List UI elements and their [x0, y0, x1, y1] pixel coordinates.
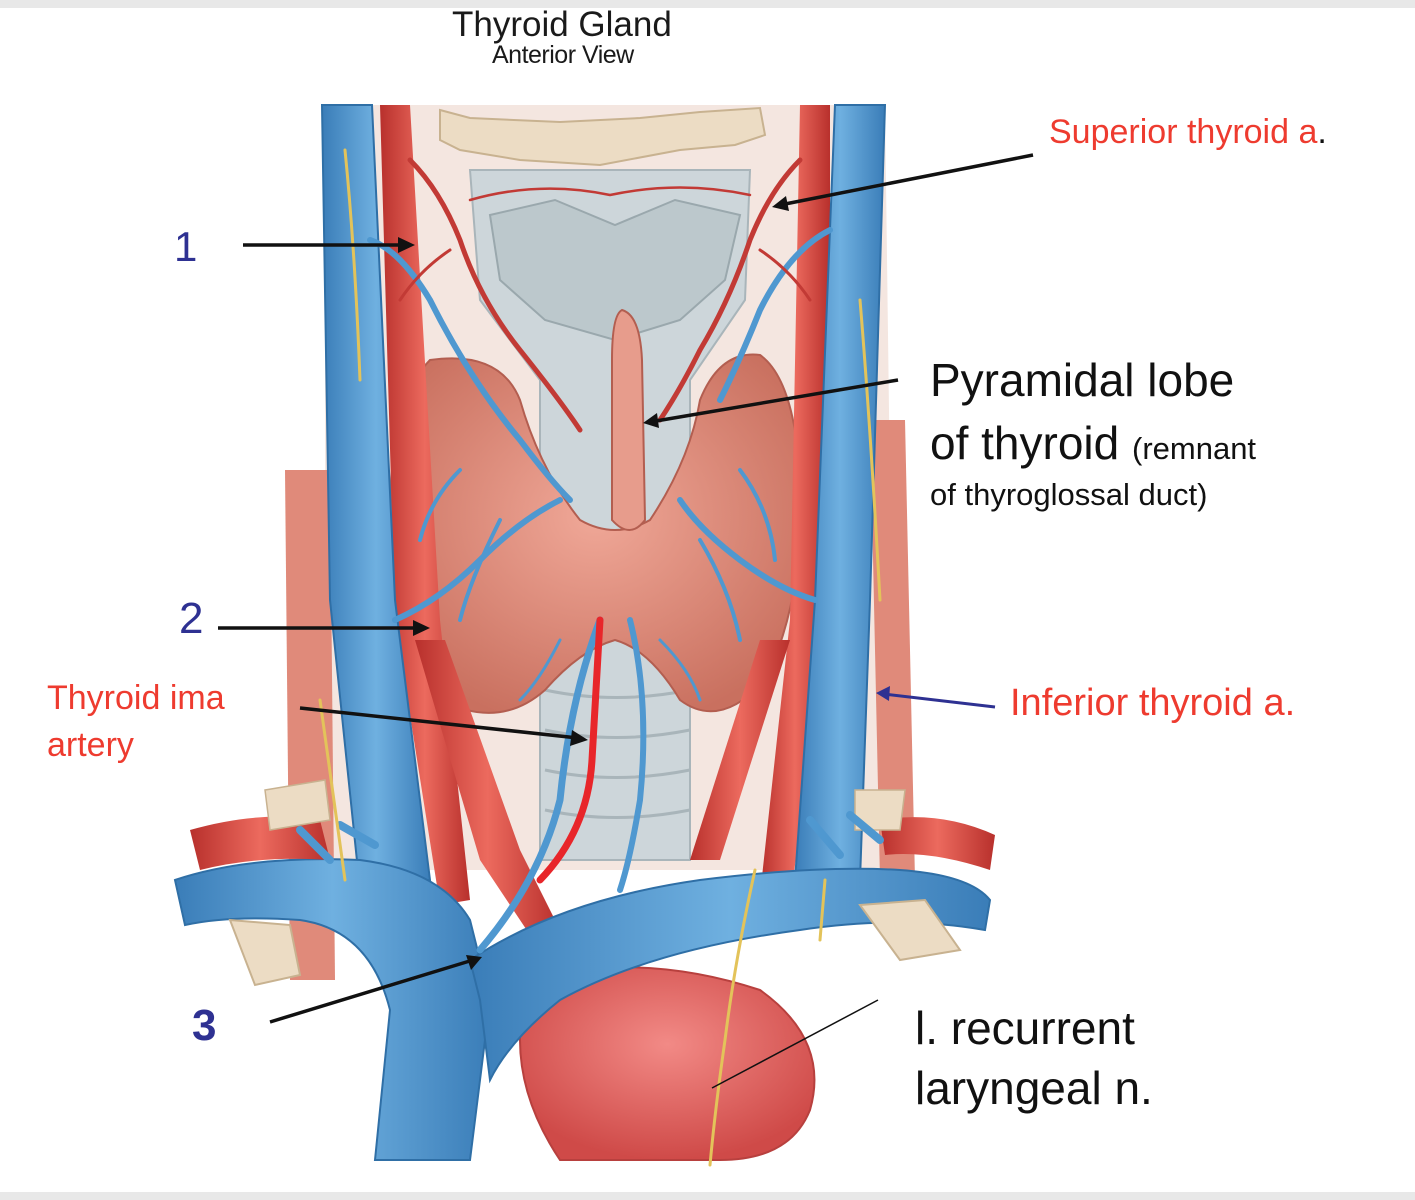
right-clavicle-cut — [858, 898, 962, 962]
label-pyramidal-lobe-line2: of thyroid (remnant — [930, 418, 1256, 469]
subclavian-vessels — [190, 779, 995, 987]
arrowheads — [398, 196, 890, 970]
label-thyroid-ima-line1: Thyroid ima — [47, 679, 225, 717]
diagram-subtitle: Anterior View — [492, 41, 634, 69]
label-superior-thyroid-artery: Superior thyroid a. — [1049, 113, 1327, 151]
label-number-1: 1 — [174, 223, 198, 270]
label-pyramidal-lobe-line1: Pyramidal lobe — [930, 354, 1235, 406]
left-clavicle-cut — [228, 918, 302, 987]
pyramidal-lobe — [611, 308, 647, 531]
label-pyramidal-of-thyroid: of thyroid — [930, 417, 1120, 469]
brachiocephalic-veins — [173, 858, 992, 1161]
label-number-2: 2 — [179, 594, 204, 643]
bottom-border — [0, 1192, 1415, 1200]
hyoid-bone — [439, 106, 767, 167]
thyroid-ima-artery-line — [536, 616, 604, 884]
label-superior-thyroid-text: Superior thyroid a — [1049, 113, 1318, 151]
label-recurrent-laryngeal-line2: laryngeal n. — [915, 1062, 1153, 1114]
top-border — [0, 0, 1415, 8]
label-pyramidal-note1: (remnant — [1132, 431, 1257, 466]
label-superior-thyroid-period: . — [1317, 113, 1327, 151]
aortic-arch — [519, 966, 816, 1161]
thyroid-gland — [388, 308, 802, 714]
label-pyramidal-note2: of thyroglossal duct) — [930, 477, 1208, 512]
thyroid-veins — [296, 227, 884, 954]
label-thyroid-ima-line2: artery — [47, 726, 134, 764]
diagram-title: Thyroid Gland — [452, 5, 672, 44]
superior-thyroid-arteries — [398, 157, 812, 433]
pointer-lines — [218, 153, 1034, 1089]
label-number-3: 3 — [192, 1001, 217, 1050]
nerves — [318, 148, 882, 1167]
label-inferior-thyroid-artery: Inferior thyroid a. — [1010, 682, 1296, 724]
label-recurrent-laryngeal-line1: l. recurrent — [915, 1002, 1135, 1054]
